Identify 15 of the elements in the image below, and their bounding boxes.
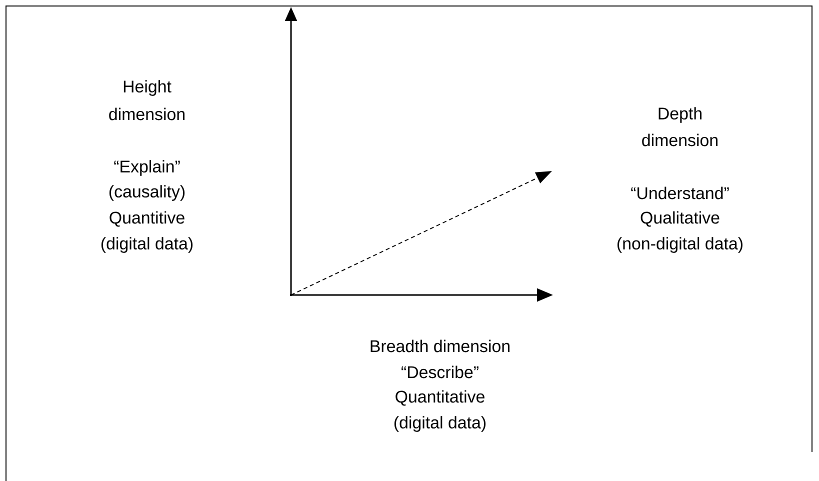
text-line: “Explain”: [114, 160, 180, 176]
text-line: Quantitive: [110, 211, 184, 227]
text-line: (non-digital data): [618, 237, 742, 253]
axis-label: Breadth dimension: [370, 340, 510, 352]
text-line: “Describe”: [402, 366, 478, 378]
axis-label: Depth: [658, 107, 702, 123]
text-line: Quantitative: [396, 390, 484, 406]
text-line: “Understand”: [631, 186, 729, 200]
axis-label: dimension: [642, 134, 718, 146]
axis-label: Height: [124, 80, 172, 96]
text-line: (digital data): [394, 416, 486, 432]
text-line: (digital data): [101, 237, 193, 253]
text-line: (causality): [109, 185, 185, 201]
axis-label: dimension: [109, 108, 184, 120]
text-line: Qualitative: [640, 211, 720, 227]
